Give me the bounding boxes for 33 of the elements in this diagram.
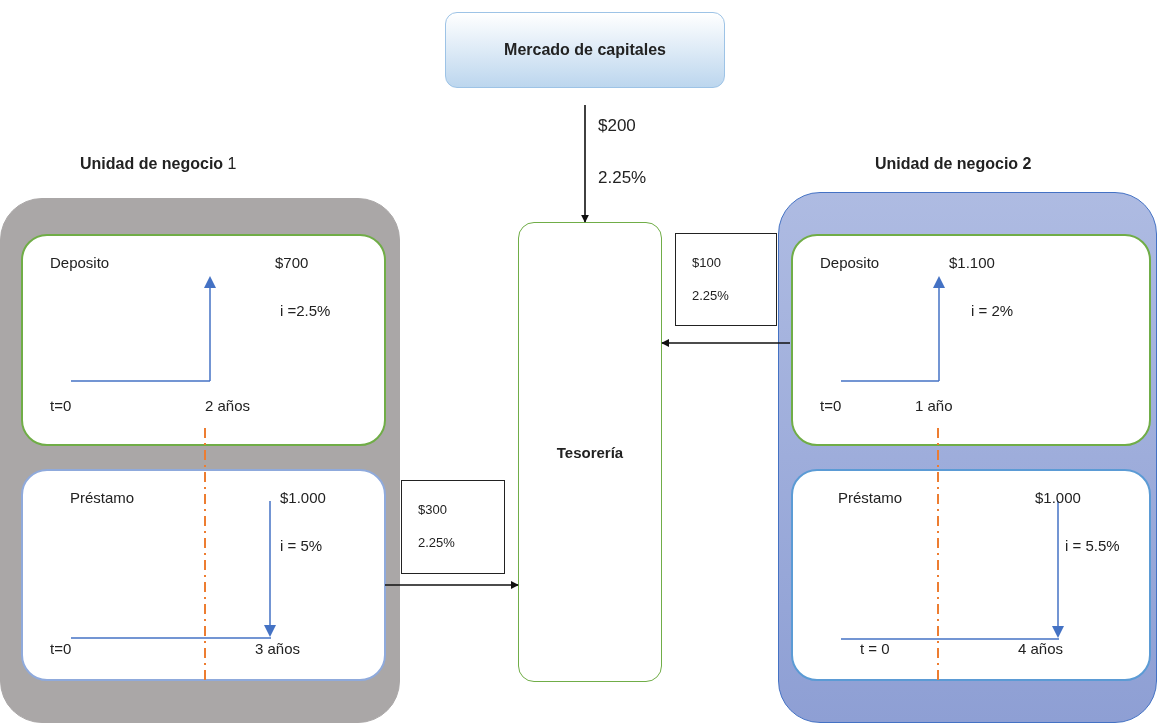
cash-flow-card [791, 234, 1151, 446]
cash-flow-card [791, 469, 1151, 681]
amount-label: $1.100 [949, 254, 995, 271]
rate-label: i = 5.5% [1065, 537, 1120, 554]
unit-heading: Unidad de negocio 1 [80, 155, 237, 173]
flow-title: Deposito [820, 254, 880, 271]
flow-arrow [384, 581, 519, 589]
start-time-label: t = 0 [860, 640, 890, 657]
unit-heading: Unidad de negocio 2 [875, 155, 1032, 173]
flow-arrow [661, 339, 791, 347]
rate-label: i =2.5% [280, 302, 331, 319]
start-time-label: t=0 [820, 397, 842, 414]
amount-label: $1.000 [1035, 489, 1081, 506]
treasury-box: Tesorería [518, 222, 662, 682]
flow-arrow [581, 104, 589, 223]
start-time-label: t=0 [50, 397, 72, 414]
end-time-label: 4 años [1018, 640, 1064, 657]
flow-title: Préstamo [838, 489, 903, 506]
flow-title: Deposito [50, 254, 110, 271]
market-box: Mercado de capitales [445, 12, 725, 88]
end-time-label: 3 años [255, 640, 301, 657]
edge-label: $100 2.25% [675, 233, 777, 326]
rate-label: i = 5% [280, 537, 323, 554]
end-time-label: 1 año [915, 397, 953, 414]
start-time-label: t=0 [50, 640, 72, 657]
edge-label: $300 2.25% [401, 480, 505, 574]
cash-flow-card [21, 234, 386, 446]
rate-label: i = 2% [971, 302, 1014, 319]
end-time-label: 2 años [205, 397, 251, 414]
amount-label: $1.000 [280, 489, 326, 506]
cash-flow-card [21, 469, 386, 681]
flow-title: Préstamo [70, 489, 135, 506]
amount-label: $700 [275, 254, 309, 271]
